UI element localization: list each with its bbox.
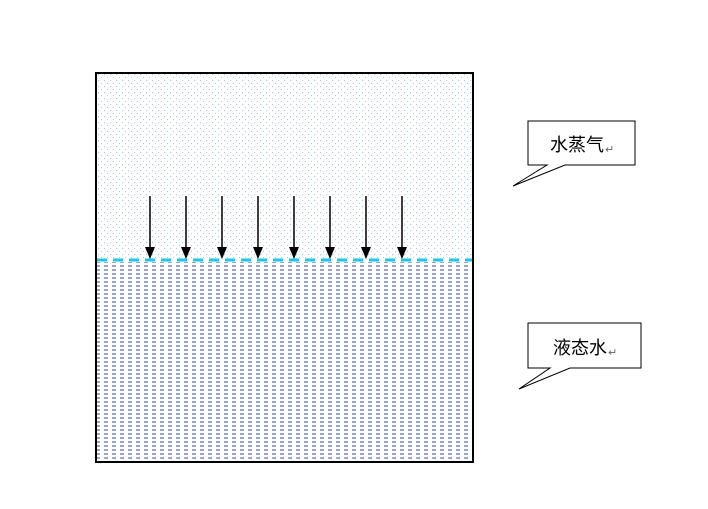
liquid-label: 液态水↵: [553, 334, 617, 360]
arrow-down-icon: [361, 196, 371, 259]
vapor-label: 水蒸气↵: [550, 131, 614, 157]
arrow-down-icon: [397, 196, 407, 259]
condensation-arrows: [145, 196, 407, 259]
arrow-down-icon: [181, 196, 191, 259]
vapor-callout: [512, 120, 636, 187]
arrow-down-icon: [145, 196, 155, 259]
arrow-down-icon: [325, 196, 335, 259]
arrow-down-icon: [217, 196, 227, 259]
liquid-region: [96, 262, 473, 462]
container-box: [95, 72, 474, 463]
vapor-label-text: 水蒸气: [550, 135, 604, 156]
liquid-label-text: 液态水: [553, 338, 607, 359]
arrow-down-icon: [253, 196, 263, 259]
paragraph-mark: ↵: [605, 143, 615, 156]
liquid-callout: [518, 322, 642, 390]
arrow-down-icon: [289, 196, 299, 259]
paragraph-mark: ↵: [608, 346, 618, 359]
vapor-region: [96, 73, 473, 260]
